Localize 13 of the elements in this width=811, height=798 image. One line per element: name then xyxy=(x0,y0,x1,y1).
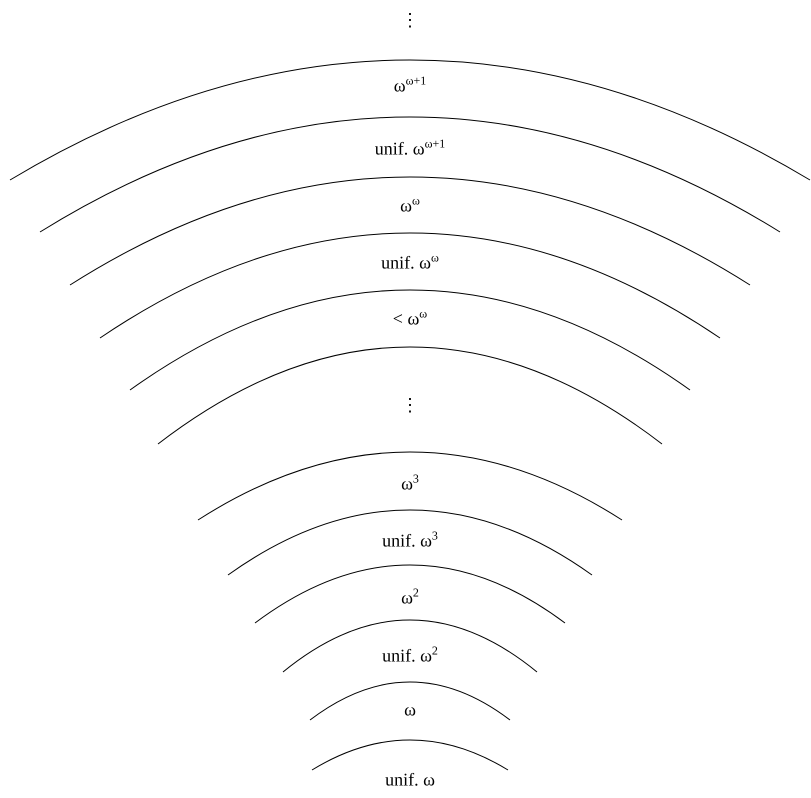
level-label: ω$^{2}$ xyxy=(401,586,419,608)
level-label: ω$^{ω+1}$ xyxy=(394,74,426,96)
level-label: ⋮ xyxy=(401,9,419,31)
level-label: ω$^{3}$ xyxy=(401,472,419,494)
level-label: unif. ω$^{ω}$ xyxy=(381,250,439,274)
level-label: ⋮ xyxy=(401,394,419,416)
level-label: unif. ω xyxy=(385,770,435,790)
level-label: unif. ω$^{3}$ xyxy=(382,528,438,552)
level-label: < ω$^{ω}$ xyxy=(392,306,428,330)
level-label: ω$^{ω}$ xyxy=(400,194,420,216)
level-label: ω xyxy=(404,700,416,720)
level-label: unif. ω$^{2}$ xyxy=(382,644,438,666)
level-label: unif. ω$^{ω+1}$ xyxy=(374,136,446,160)
